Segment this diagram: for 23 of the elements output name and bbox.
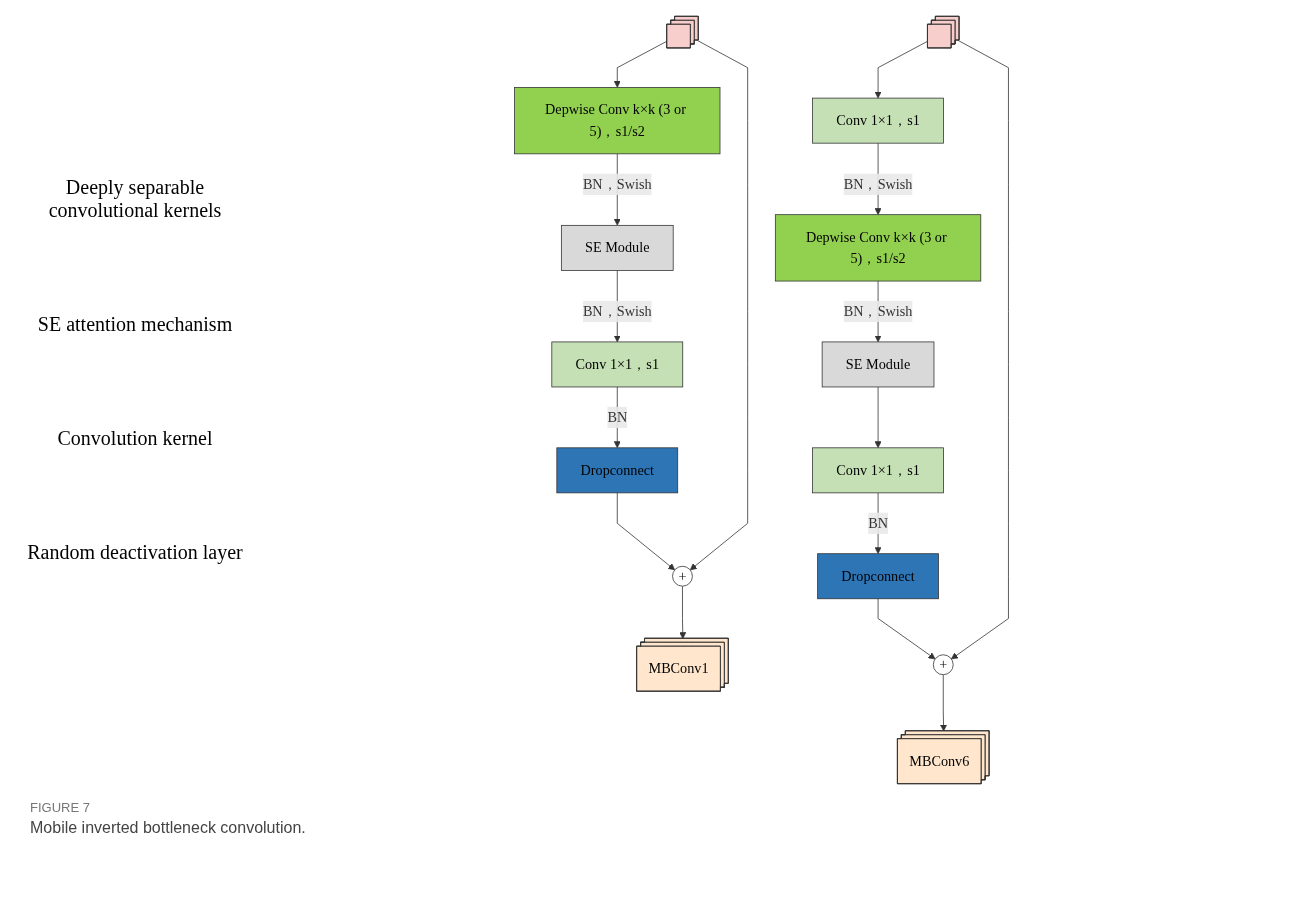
edge-label: BN	[607, 409, 628, 425]
node-box: Dropconnect	[817, 553, 939, 600]
node-box: SE Module	[560, 224, 674, 271]
edge-label: BN，Swish	[582, 175, 652, 192]
node-box: Conv 1×1，s1	[812, 97, 944, 144]
node-box: Depwise Conv k×k (3 or 5)，s1/s2	[514, 87, 721, 155]
node-box: Depwise Conv k×k (3 or 5)，s1/s2	[774, 214, 982, 282]
edge-label: BN	[868, 514, 888, 531]
node-box: SE Module	[821, 341, 935, 388]
node-box: Dropconnect	[556, 447, 679, 494]
edge-label: BN，Swish	[582, 303, 652, 319]
node-circle: +	[672, 565, 693, 587]
edge-label: BN，Swish	[843, 175, 913, 192]
side-label: Deeply separable convolutional kernels	[47, 175, 223, 222]
node-circle: +	[932, 654, 954, 676]
side-label: Convolution kernel	[56, 427, 214, 451]
side-label: Random deactivation layer	[26, 541, 244, 565]
node-box: Conv 1×1，s1	[812, 447, 944, 494]
side-label: SE attention mechanism	[36, 312, 234, 336]
edge-label: BN，Swish	[843, 303, 913, 319]
figure-label: FIGURE 7	[30, 800, 91, 815]
node-box: Conv 1×1，s1	[551, 341, 684, 388]
caption: Mobile inverted bottleneck convolution.	[30, 819, 307, 837]
